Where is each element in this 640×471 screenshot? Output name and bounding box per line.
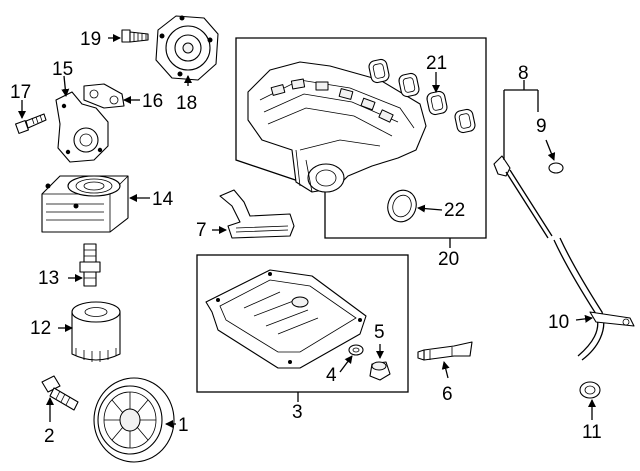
leader-lines (18, 34, 596, 428)
drain-plug-part-5 (369, 361, 391, 381)
callout-3: 3 (292, 402, 303, 423)
callout-10: 10 (548, 312, 569, 333)
callout-1: 1 (178, 415, 189, 436)
seal-part-9 (548, 162, 564, 174)
adapter-part-13 (79, 243, 101, 287)
callout-16: 16 (142, 91, 163, 112)
callout-22: 22 (444, 200, 465, 221)
callout-labels: 1 2 3 4 5 6 7 8 9 10 11 12 13 14 15 16 1… (10, 29, 602, 447)
callout-18: 18 (176, 93, 197, 114)
water-pump-part-18 (155, 15, 219, 81)
oil-pan-group-frame (196, 254, 409, 393)
oil-cooler-part-14 (41, 175, 129, 233)
callout-21: 21 (426, 53, 447, 74)
o-ring-part-11 (579, 381, 601, 399)
callout-14: 14 (152, 189, 174, 210)
callout-2: 2 (44, 426, 55, 447)
washer-part-4 (348, 344, 364, 356)
crankshaft-pulley-part-1 (93, 377, 175, 463)
callout-17: 17 (10, 82, 31, 103)
oil-filter-part-12 (71, 301, 121, 362)
callout-5: 5 (374, 322, 385, 343)
thermostat-housing-part-15 (55, 91, 109, 163)
intake-manifold-group-frame (235, 37, 487, 239)
callout-12: 12 (30, 318, 51, 339)
bracket-part-7 (219, 189, 295, 239)
callout-11: 11 (582, 422, 602, 443)
callout-19: 19 (80, 29, 101, 50)
bolt-part-2 (41, 375, 79, 411)
seal-ring-part-22 (387, 189, 417, 223)
sealant-tube-part-6 (417, 341, 473, 361)
callout-6: 6 (442, 384, 453, 405)
callout-8: 8 (518, 63, 529, 84)
callout-15: 15 (52, 59, 73, 80)
oil-pan-part-3 (205, 269, 367, 369)
callout-9: 9 (536, 116, 547, 137)
dipstick-tube-part-10 (553, 237, 635, 361)
callout-4: 4 (326, 365, 337, 386)
intake-manifold-part-20 (247, 61, 427, 193)
callout-7: 7 (196, 220, 207, 241)
dipstick-part-8 (493, 155, 553, 239)
callout-13: 13 (38, 268, 59, 289)
bolt-part-19 (121, 29, 149, 43)
callout-20: 20 (438, 249, 459, 270)
gasket-part-16 (83, 83, 125, 109)
manifold-gaskets-part-21 (368, 58, 476, 134)
bolt-part-17 (15, 113, 47, 134)
